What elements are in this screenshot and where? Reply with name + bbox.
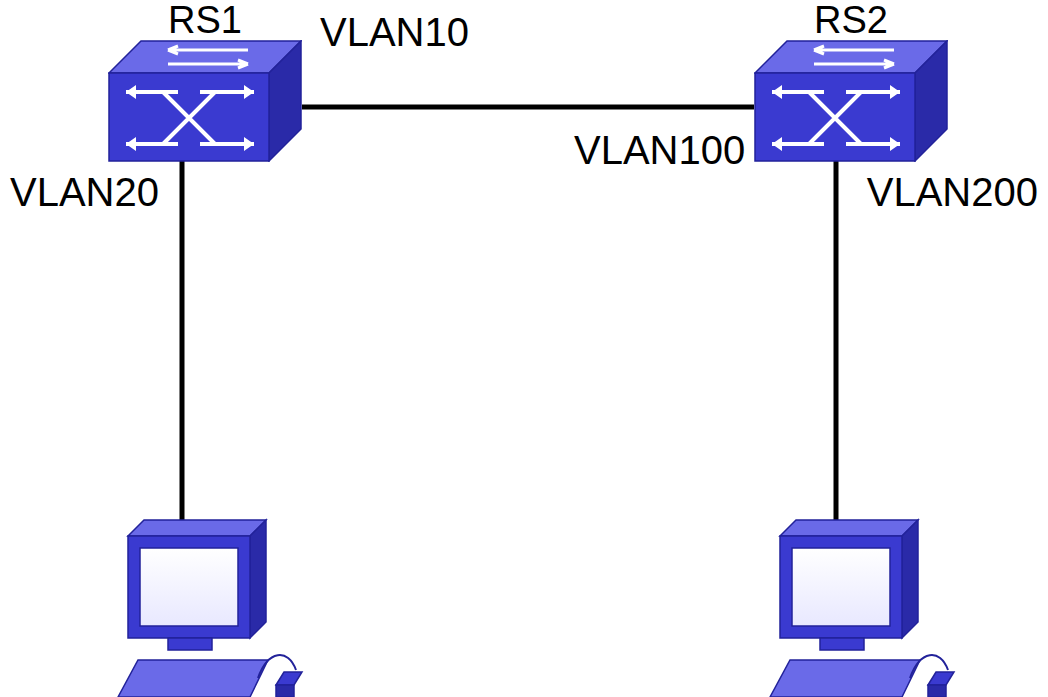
switch-label: RS2: [754, 0, 948, 40]
switch-icon: [108, 40, 302, 162]
pc-wire: [180, 158, 185, 530]
link-line: [302, 105, 754, 110]
vlan-label: VLAN10: [318, 10, 471, 54]
vlan-label: VLAN200: [865, 170, 1040, 214]
pc-icon: [118, 520, 302, 697]
switch-node: RS1: [108, 0, 302, 162]
pc-icon: [770, 520, 954, 697]
switch-label: RS1: [108, 0, 302, 40]
pc-wire: [834, 158, 839, 530]
switch-icon: [754, 40, 948, 162]
switch-node: RS2: [754, 0, 948, 162]
vlan-label: VLAN100: [572, 128, 747, 172]
vlan-label: VLAN20: [8, 170, 161, 214]
